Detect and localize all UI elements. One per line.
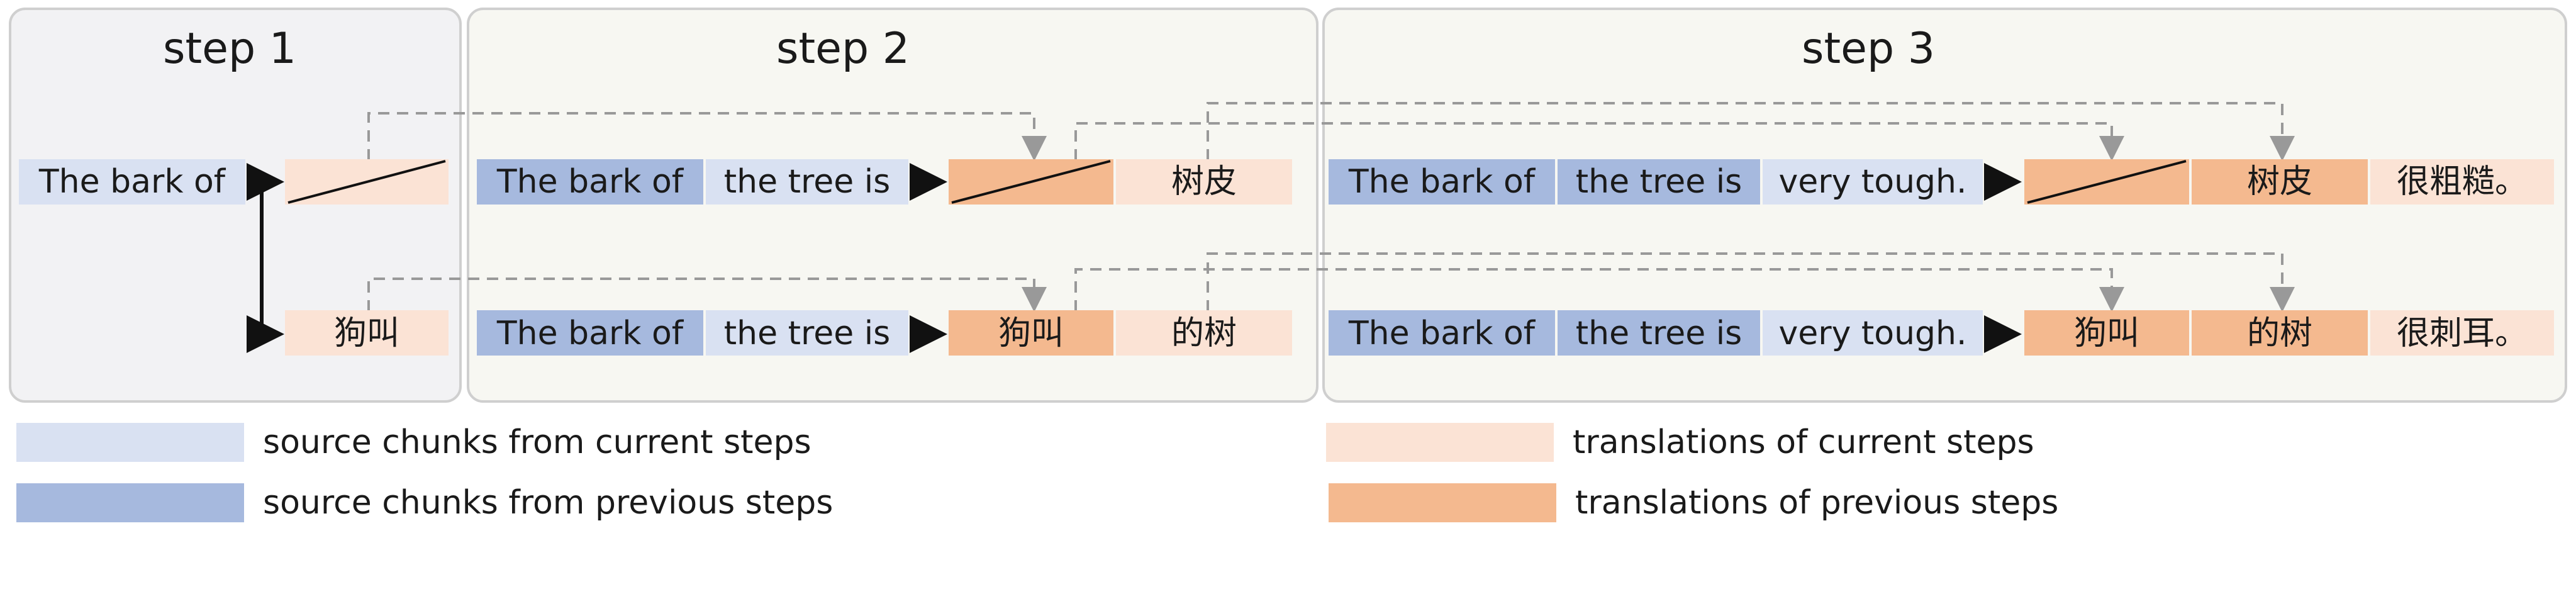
step1-source-text: The bark of [38,163,226,201]
step3-bottom-tgt2 [2192,310,2368,356]
step3-bottom-src3-text: very tough. [1778,315,1966,352]
step3-bottom-tgt3-text: 很刺耳。 [2397,315,2528,352]
dashed-arrow-s1top-to-s2top [367,112,1047,161]
step2-top-tgt1-slash [951,160,1111,204]
step3-top-tgt2-text: 树皮 [2247,163,2312,201]
panel-step3-title: step 3 [1802,24,1935,74]
step2-bottom-tgt1 [949,310,1113,356]
step2-top-src2-text: the tree is [724,163,891,201]
step2-bottom-tgt2-text: 的树 [1171,315,1237,352]
panel-step3 [1322,8,2567,403]
step3-bottom-src1 [1329,310,1555,356]
step3-top-src1 [1329,159,1555,205]
legend-swatch-src-current [16,423,244,462]
step3-bottom-tgt1 [2024,310,2189,356]
panel-step2-title: step 2 [776,24,910,74]
panel-step1 [9,8,462,403]
panel-step1-title: step 1 [163,24,296,74]
step2-bottom-tgt1-text: 狗叫 [998,315,1064,352]
step3-bottom-src2 [1558,310,1760,356]
legend-label-tgt-previous: translations of previous steps [1575,484,2058,522]
legend-swatch-tgt-previous [1329,483,1556,522]
step3-top-tgt3 [2370,159,2554,205]
step2-bottom-src1 [477,310,703,356]
step2-bottom-src2-text: the tree is [724,315,891,352]
step2-bottom-tgt2 [1116,310,1292,356]
step1-source-chunk [19,159,245,205]
step3-top-tgt1-slash [2027,160,2187,204]
legend-label-src-current: source chunks from current steps [263,424,811,461]
dashed-arrow-s2top-right-to-s3top [1207,102,2295,161]
step3-bottom-src3 [1763,310,1983,356]
step2-bottom-src2 [706,310,908,356]
step1-arrow-branch [247,182,284,353]
step3-top-tgt2 [2192,159,2368,205]
step2-top-src1-text: The bark of [496,163,684,201]
step3-top-src1-text: The bark of [1348,163,1536,201]
step3-bottom-src1-text: The bark of [1348,315,1536,352]
step2-top-src1 [477,159,703,205]
step1-target-bottom-chunk [285,310,449,356]
dashed-arrow-s2bottom-to-s3bottom [1074,268,2124,312]
step3-top-src3 [1763,159,1983,205]
step3-bottom-src2-text: the tree is [1576,315,1742,352]
step3-bottom-tgt2-text: 的树 [2247,315,2312,352]
legend-label-tgt-current: translations of current steps [1573,424,2034,461]
step3-bottom-tgt3 [2370,310,2554,356]
legend-swatch-src-previous [16,483,244,522]
step3-top-tgt3-text: 很粗糙。 [2397,163,2528,201]
legend: source chunks from current steps source … [16,423,2058,522]
step3-top-src2 [1558,159,1760,205]
step2-top-src2 [706,159,908,205]
step1-target-top-slash [287,160,446,204]
step1-arrows [247,163,284,353]
step3-bottom-tgt1-text: 狗叫 [2074,315,2139,352]
legend-label-src-previous: source chunks from previous steps [263,484,833,522]
dashed-arrow-s2top-to-s3top [1074,122,2124,161]
panel-step2 [467,8,1319,403]
dashed-connectors [367,102,2295,312]
step2-bottom-src1-text: The bark of [496,315,684,352]
step2-top-tgt2-text: 树皮 [1171,163,1237,201]
dashed-arrow-s2bottom-right-to-s3bottom [1207,252,2295,312]
step3-top-src2-text: the tree is [1576,163,1742,201]
step3-top-src3-text: very tough. [1778,163,1966,201]
step2-top-tgt2 [1116,159,1292,205]
legend-swatch-tgt-current [1326,423,1554,462]
step1-target-bottom-text: 狗叫 [334,315,399,352]
dashed-arrow-s1bottom-to-s2bottom [367,278,1047,312]
